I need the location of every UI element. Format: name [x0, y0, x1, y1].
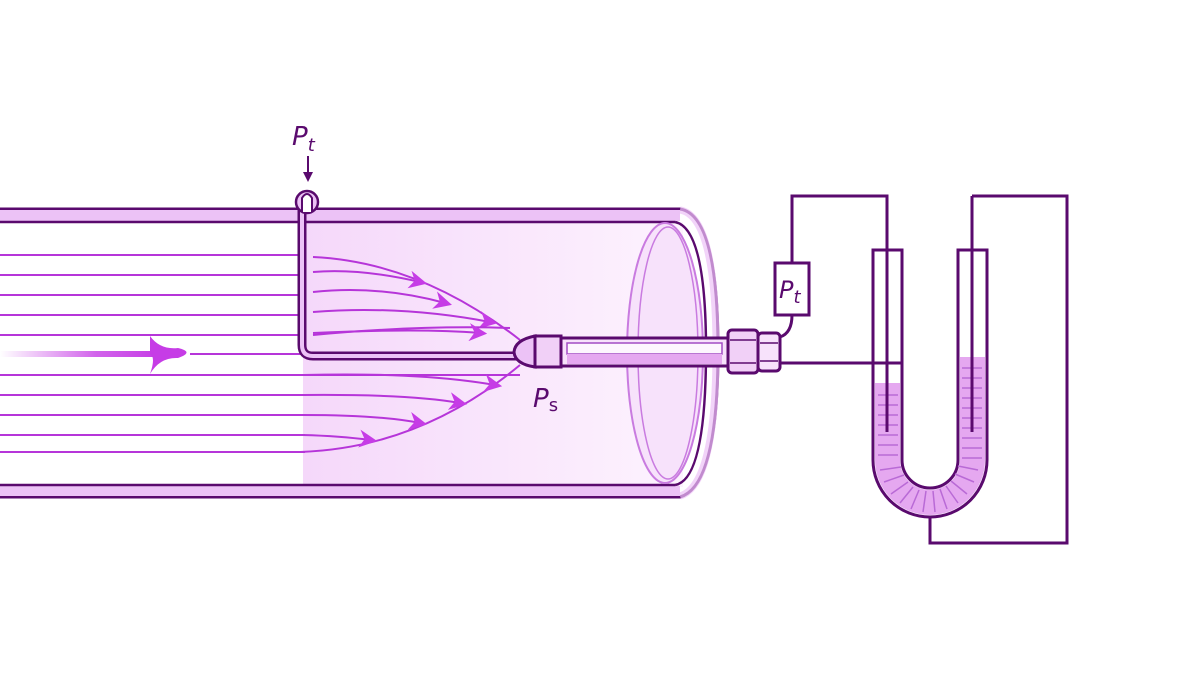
- u-tube-manometer: [871, 194, 1069, 545]
- flow-direction-arrow: [0, 336, 187, 374]
- probe-fitting-2: [756, 331, 782, 373]
- total-pressure-transducer: [773, 194, 903, 365]
- svg-text:Pt: Pt: [292, 122, 316, 156]
- manometer-fluid: [875, 357, 985, 515]
- pipe-top-wall-fill: [0, 210, 680, 221]
- static-pressure-label: Ps: [533, 384, 558, 416]
- total-pressure-label-box: Pt: [779, 276, 801, 308]
- total-pressure-label-top: Pt: [292, 122, 316, 182]
- pitot-static-probe: [512, 328, 782, 375]
- probe-fitting-1: [726, 328, 760, 375]
- streamlines: [0, 254, 521, 453]
- pipe-bottom-wall-fill: [0, 486, 680, 496]
- total-pressure-tap: [294, 189, 520, 361]
- probe-nose: [512, 334, 537, 369]
